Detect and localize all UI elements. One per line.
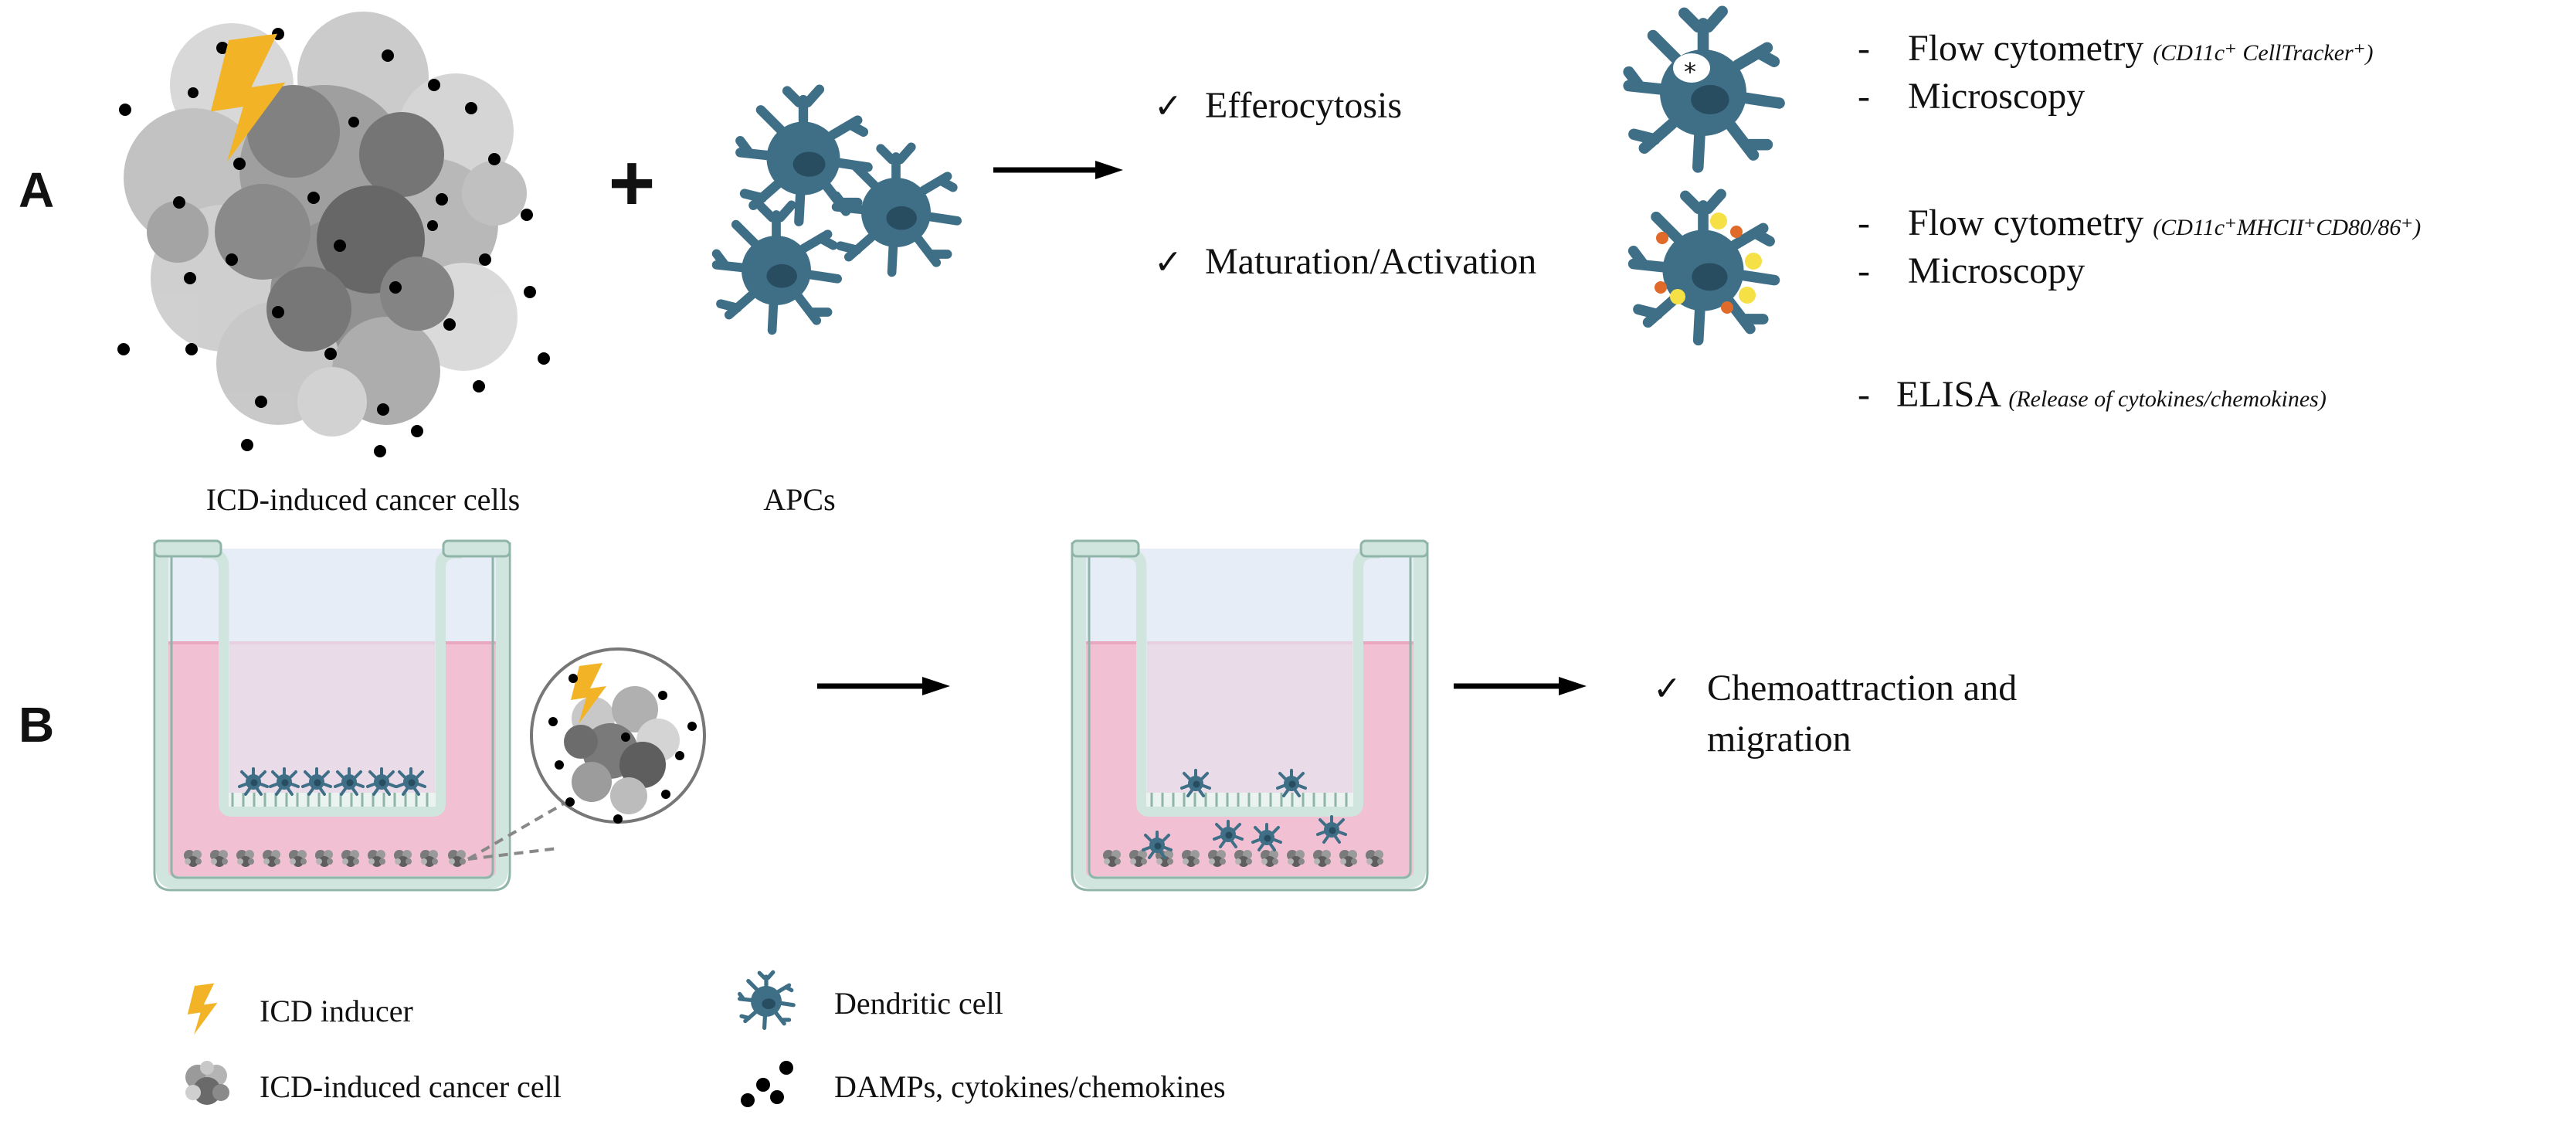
maturation-method-1-dash: - [1858,202,1870,243]
maturation-method-2-name: Microscopy [1908,250,2085,291]
legend-label-icd-inducer: ICD inducer [260,994,413,1028]
efferocytosis-method-2-name: Microscopy [1908,76,2085,117]
activated-dc-icon [1634,194,1775,340]
efferocytosis-method-1-name: Flow cytometry (CD11c⁺ CellTracker⁺) [1908,28,2374,69]
cancer-cell-cloud [117,12,550,457]
zoom-callout [467,647,706,861]
maturation-check: ✓ [1154,243,1183,281]
maturation-method-1-name: Flow cytometry (CD11c⁺MHCII⁺CD80/86⁺) [1908,202,2421,243]
efferocytosis-method-2-dash: - [1858,76,1870,117]
plus-sign: + [609,138,656,228]
svg-text:*: * [1684,57,1696,87]
legend-label-damps: DAMPs, cytokines/chemokines [834,1069,1226,1104]
apc-group [717,90,958,331]
dendritic-cell-icon [740,90,867,222]
maturation-method-2-dash: - [1858,250,1870,291]
legend: ICD inducer ICD-induced cancer cell Dend… [185,972,1226,1107]
arrow-right-icon [817,677,950,695]
maturation-title: Maturation/Activation [1205,241,1536,282]
efferocytosis-dc-icon: * [1629,12,1780,168]
cancer-cell-icon [185,1061,229,1105]
maturation-method-3-name: ELISA (Release of cytokines/chemokines) [1896,374,2327,415]
dendritic-cell-icon [740,972,794,1028]
legend-label-cancer-cell: ICD-induced cancer cell [260,1069,562,1104]
legend-label-dendritic-cell: Dendritic cell [834,986,1003,1021]
apcs-label: APCs [763,482,835,517]
transwell-before [153,539,511,892]
cancer-cells-label: ICD-induced cancer cells [206,482,520,517]
arrow-right-icon [993,161,1123,179]
dendritic-cell-icon [717,205,838,330]
dendritic-cell-icon [837,147,958,272]
chemoattraction-line-1: Chemoattraction and [1707,668,2017,709]
chemoattraction-line-2: migration [1707,719,1851,759]
efferocytosis-method-1-dash: - [1858,28,1870,69]
maturation-method-3-dash: - [1858,374,1870,415]
bolt-icon [187,983,218,1035]
panel-a-label: A [19,162,54,218]
transwell-after [1071,539,1429,892]
panel-b-label: B [19,697,54,753]
arrow-right-icon [1454,677,1587,695]
efferocytosis-check: ✓ [1154,87,1183,125]
chemoattraction-check: ✓ [1653,670,1682,708]
damps-icon [741,1061,793,1107]
efferocytosis-title: Efferocytosis [1205,85,1402,126]
